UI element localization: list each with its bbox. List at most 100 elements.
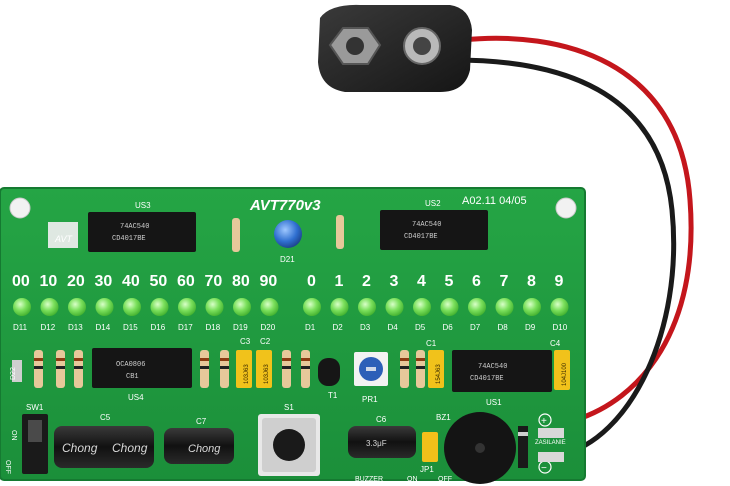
us4-label: US4 <box>128 393 144 402</box>
resistor-band <box>220 358 229 361</box>
c5-mark-1: Chong <box>62 441 98 455</box>
elco-c7: C7 Chong <box>164 417 234 464</box>
battery-clip <box>318 4 472 92</box>
led-label: D16 <box>151 323 166 332</box>
power-pad-plus <box>538 428 564 438</box>
battery-wires <box>454 35 694 458</box>
led-label: D18 <box>206 323 221 332</box>
tens-digit-label: 10 <box>40 273 58 290</box>
resistor-band <box>400 366 409 369</box>
led-label: D6 <box>443 323 454 332</box>
avt-logo: AVT <box>54 234 74 244</box>
green-led <box>303 298 321 316</box>
green-led <box>495 298 514 316</box>
cap-c3: C3 103J63 <box>236 337 252 388</box>
elco-c5: C5 Chong Chong <box>54 413 154 468</box>
c3-mark: 103J63 <box>244 364 250 384</box>
c5-mark-2: Chong <box>112 441 148 455</box>
buzzer-label: BUZZER <box>355 476 383 483</box>
switch-sw1[interactable]: SW1 ON OFF <box>4 403 48 474</box>
c4-label: C4 <box>550 339 561 348</box>
green-led <box>550 298 569 316</box>
led-label: D20 <box>261 323 276 332</box>
led-label: D13 <box>68 323 83 332</box>
zasilanie-label: ZASILANIE <box>535 440 566 446</box>
resistor-band <box>416 358 425 361</box>
us2-label: US2 <box>425 199 441 208</box>
resistor-band <box>282 366 291 369</box>
units-digit-label: 9 <box>555 273 564 290</box>
green-led <box>233 298 251 316</box>
push-button-s1[interactable]: S1 <box>258 403 320 476</box>
resistor-band <box>282 358 291 361</box>
units-digit-label: 6 <box>472 273 481 290</box>
avt-logo-box <box>48 222 78 248</box>
power-pad-minus <box>538 452 564 462</box>
board-title: AVT770v3 <box>249 197 321 214</box>
green-led <box>385 298 404 316</box>
resistor-band <box>74 358 83 361</box>
us2-mark-2: CD4017BE <box>404 233 438 241</box>
led-d21-blue <box>274 220 302 248</box>
plus-label: + <box>541 416 547 427</box>
bz1-label: BZ1 <box>436 413 451 422</box>
green-led <box>358 298 376 316</box>
c3-label: C3 <box>240 337 251 346</box>
units-digit-label: 2 <box>362 273 371 290</box>
led-label: D4 <box>388 323 399 332</box>
led-label: D17 <box>178 323 193 332</box>
c4-mark: 104J100 <box>562 362 568 386</box>
resistor-band <box>56 366 65 369</box>
us4-mark-1: OCA0806 <box>116 361 145 369</box>
d21-label: D21 <box>280 255 295 264</box>
green-led <box>150 298 169 316</box>
resistor-band <box>34 366 43 369</box>
led-label: D11 <box>13 323 28 332</box>
units-led-cell: 6D7 <box>468 273 486 332</box>
plus-marker <box>538 413 552 427</box>
transistor-t1 <box>318 358 340 386</box>
diode-band <box>518 432 528 436</box>
green-led <box>468 298 486 316</box>
green-led <box>330 298 349 316</box>
tens-digit-label: 00 <box>12 273 30 290</box>
c5-label: C5 <box>100 413 111 422</box>
led-label: D10 <box>553 323 568 332</box>
s1-label: S1 <box>284 403 294 412</box>
jumper-jp1[interactable]: JP1 <box>420 432 438 474</box>
c2-mark: 103J63 <box>264 364 270 384</box>
us3-mark-1: 74AC540 <box>120 223 149 231</box>
chip-us3: 74AC540 CD4017BE US3 <box>88 201 196 252</box>
units-digit-label: 7 <box>500 273 509 290</box>
resistor-band <box>416 366 425 369</box>
units-led-cell: 4D5 <box>413 273 431 332</box>
c7-mark: Chong <box>188 443 221 455</box>
jp1-label: JP1 <box>420 465 434 474</box>
led-label: D12 <box>41 323 56 332</box>
chip-us4: OCA0806 CB1 US4 <box>92 348 192 402</box>
units-digit-label: 0 <box>307 273 316 290</box>
cap-c2: C2 103J63 <box>256 337 272 388</box>
us4-mark-2: CB1 <box>126 373 139 381</box>
green-led <box>178 298 196 316</box>
tens-led-row: 00D1110D1220D1330D1440D1550D1660D1770D18… <box>12 273 279 332</box>
led-label: D19 <box>233 323 248 332</box>
pr1-label: PR1 <box>362 395 378 404</box>
units-digit-label: 5 <box>445 273 454 290</box>
us2-mark-1: 74AC540 <box>412 221 441 229</box>
buzzer-on-label: ON <box>407 476 418 483</box>
led-label: D3 <box>360 323 371 332</box>
green-led <box>68 298 86 316</box>
green-led <box>413 298 431 316</box>
us3-mark-2: CD4017BE <box>112 235 146 243</box>
tens-digit-label: 60 <box>177 273 195 290</box>
us1-mark-1: 74AC540 <box>478 363 507 371</box>
